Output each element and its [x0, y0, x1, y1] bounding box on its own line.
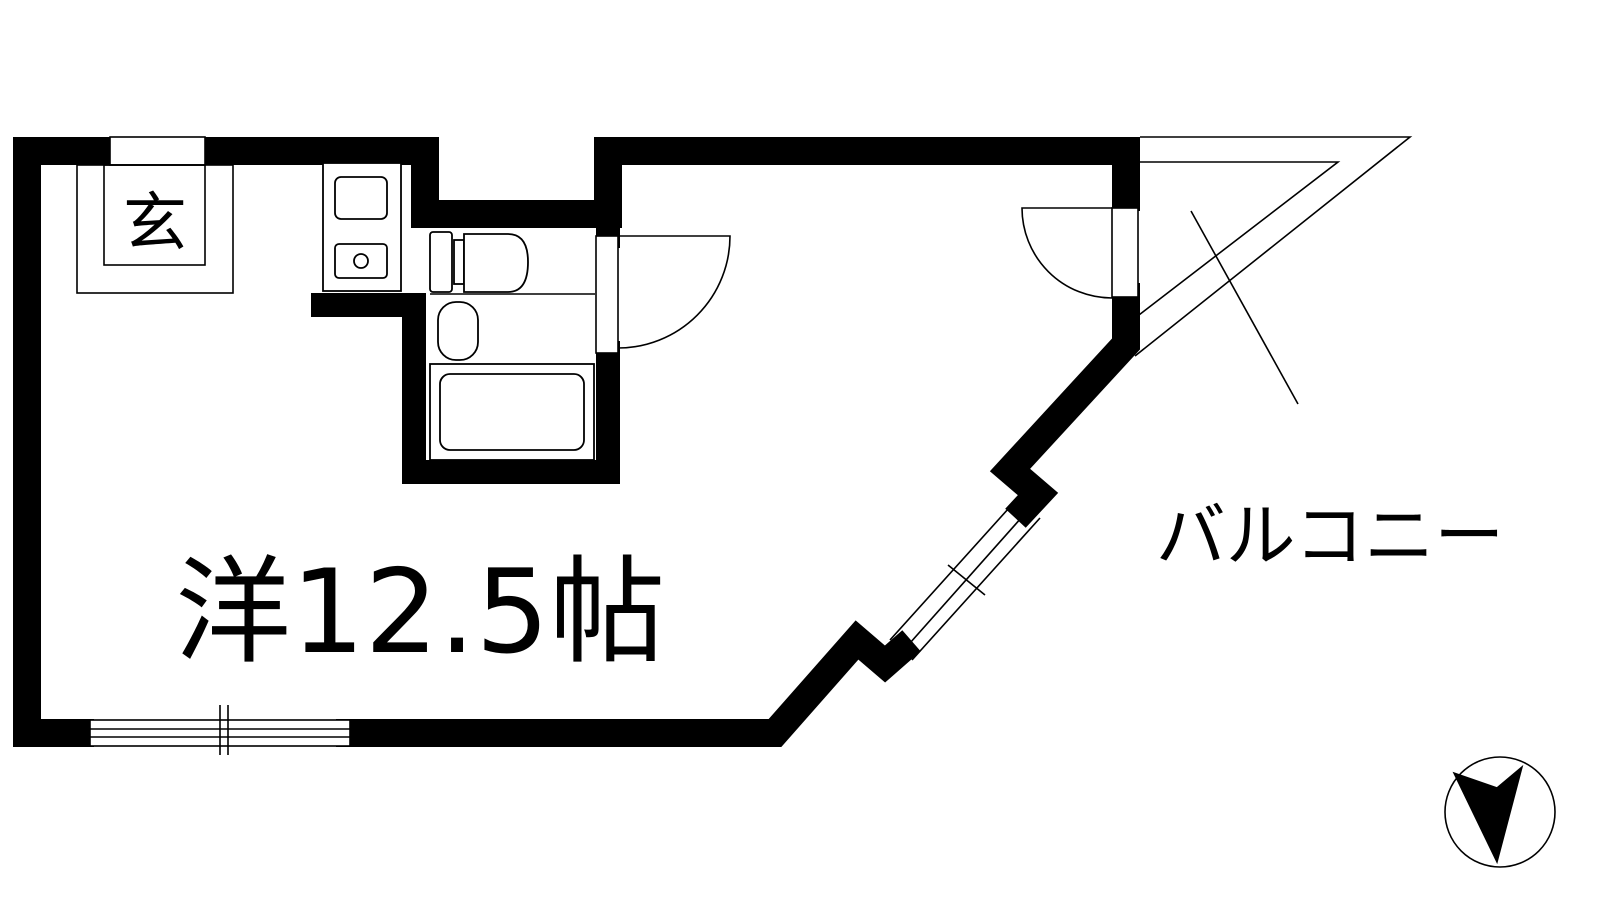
main-room-label: 洋12.5帖	[175, 545, 665, 680]
wall-top-left	[13, 137, 124, 747]
compass-arrow	[1452, 764, 1524, 865]
entrance-label: 玄	[123, 187, 187, 261]
bathroom-door-frame	[595, 235, 619, 354]
balcony-door-swing	[1021, 207, 1113, 299]
kitchen	[322, 162, 402, 292]
toilet-tank-icon	[429, 231, 453, 293]
balcony-hatch-line	[1190, 210, 1299, 405]
exterior-walls	[13, 137, 1140, 747]
toilet-icon	[463, 233, 529, 293]
toilet-tank-detail	[453, 239, 465, 285]
entrance-door-frame	[109, 136, 206, 166]
balcony-label: バルコニー	[1156, 495, 1505, 577]
compass-circle	[1444, 756, 1556, 868]
entrance-step-inner	[103, 164, 206, 266]
bathroom-door-swing	[617, 235, 731, 349]
windows	[89, 497, 1041, 755]
bathtub-icon	[439, 373, 585, 451]
bathroom	[429, 231, 731, 461]
north-arrow-icon	[1444, 756, 1556, 868]
wall-right-lower	[989, 283, 1140, 528]
balcony: バルコニー	[1134, 136, 1505, 577]
wall-diagonal-lower	[336, 620, 921, 747]
washbasin-icon	[437, 301, 479, 361]
balcony-door-frame	[1111, 207, 1139, 298]
kitchen-bottom-wall	[311, 293, 620, 484]
diagonal-window-line-3	[911, 517, 1041, 661]
kitchen-sink-icon	[334, 176, 388, 220]
diagonal-window-mullion	[947, 564, 986, 596]
balcony-outline-outer	[1134, 136, 1413, 357]
balcony-door	[1021, 207, 1139, 299]
stove-burner-icon	[353, 253, 369, 269]
interior-walls	[311, 202, 620, 484]
balcony-outline-inner	[1134, 161, 1341, 319]
entrance: 玄	[76, 136, 234, 294]
